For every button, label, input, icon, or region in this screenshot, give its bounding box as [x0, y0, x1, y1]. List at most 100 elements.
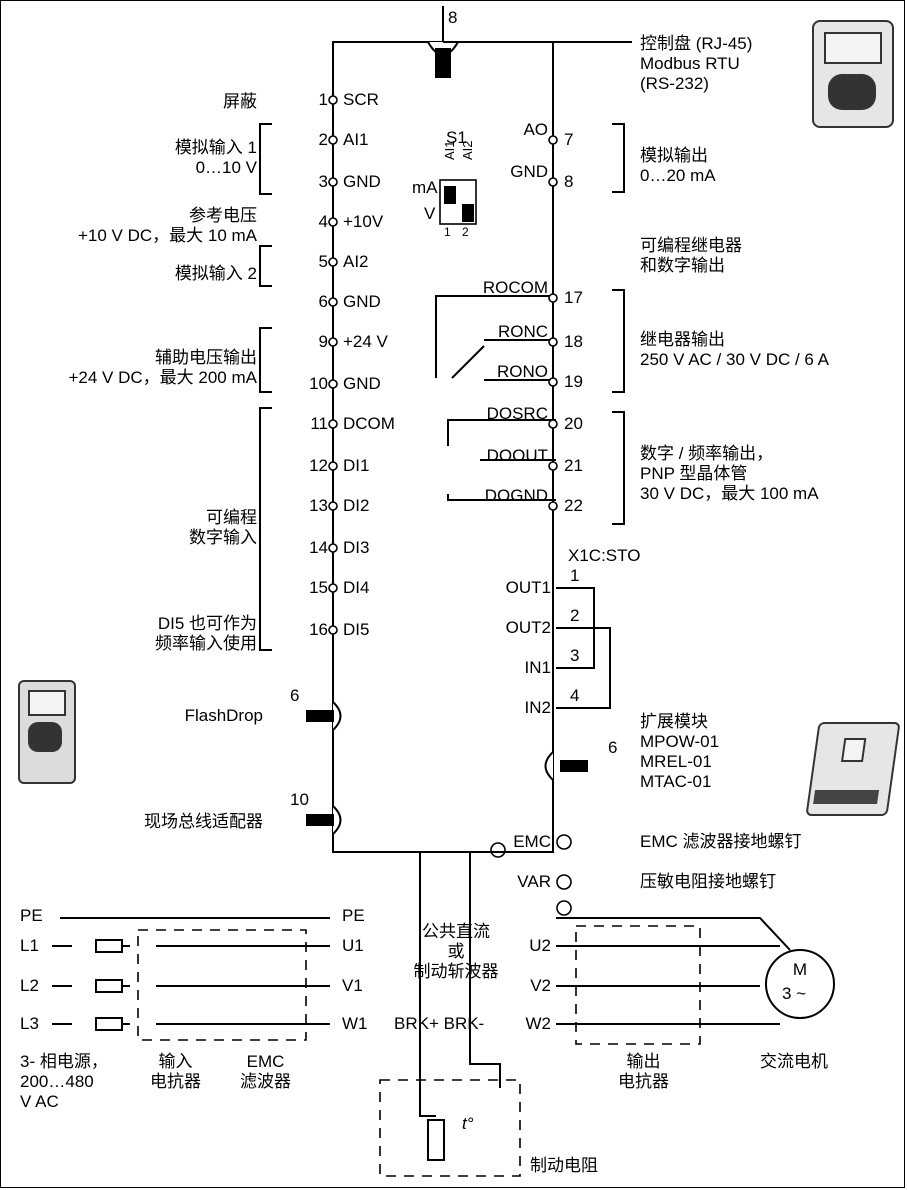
- terminal-circle-left: [328, 297, 338, 307]
- di5-label-1: DI5 也可作为: [157, 614, 257, 633]
- di5-label-2: 频率输入使用: [155, 634, 257, 653]
- switch-pos1: 1: [444, 225, 451, 239]
- ref-label-1: 参考电压: [189, 206, 257, 225]
- terminal-number-right: 22: [564, 496, 583, 515]
- brk-terminals: BRK+ BRK-: [394, 1014, 485, 1033]
- terminal-label-right: ROCOM: [482, 278, 548, 297]
- aux-voltage-label: 辅助电压输出 +24 V DC，最大 200 mA: [69, 348, 258, 388]
- terminal-number-left: 13: [309, 496, 328, 515]
- sto-jumpers: [556, 587, 611, 709]
- panel-label: 控制盘 (RJ-45) Modbus RTU (RS-232): [640, 34, 752, 94]
- fuse-l3: [95, 1017, 123, 1031]
- sto-in2: IN2: [524, 698, 551, 717]
- keypad-plug: [435, 48, 451, 78]
- terminal-number-right: 21: [564, 456, 583, 475]
- v2-terminal: V2: [530, 976, 551, 995]
- terminal-number-left: 14: [309, 538, 328, 557]
- terminal-circle-left: [328, 543, 338, 553]
- relay-wiring: [435, 295, 556, 381]
- terminal-circle-left: [328, 379, 338, 389]
- reactor-label-2: 电抗器: [150, 1072, 201, 1091]
- v1-terminal: V1: [342, 976, 363, 995]
- bracket-relay: [612, 289, 625, 393]
- output-reactor-label: 输出 电抗器: [618, 1052, 669, 1092]
- terminal-circle-left: [328, 95, 338, 105]
- brake-box: [379, 1079, 521, 1177]
- fuse-l1: [95, 939, 123, 953]
- di-label: 可编程 数字输入: [189, 508, 257, 548]
- u1-terminal: U1: [342, 936, 364, 955]
- panel-label-3: (RS-232): [640, 74, 709, 93]
- aux-label-1: 辅助电压输出: [155, 348, 257, 367]
- var-screw-terminal: VAR: [517, 872, 551, 891]
- bracket-ai1: [259, 123, 272, 195]
- sto-pin3: 3: [570, 646, 580, 665]
- terminal-circle-left: [328, 419, 338, 429]
- ai1-label: 模拟输入 1 0…10 V: [175, 138, 257, 178]
- flashdrop-label: FlashDrop: [184, 706, 263, 725]
- reactor-label-1: 输入: [158, 1052, 193, 1071]
- w1-terminal: W1: [342, 1014, 368, 1033]
- output-reactor-box: [575, 925, 701, 1045]
- sto-pin2: 2: [570, 606, 580, 625]
- brake-resistor: [427, 1119, 445, 1161]
- terminal-label-right: RONC: [497, 322, 548, 341]
- terminal-circle-right: [548, 461, 558, 471]
- terminal-label-left: DI2: [343, 496, 370, 515]
- switch-pos2: 2: [462, 225, 469, 239]
- extension-module-icon: [805, 722, 901, 816]
- terminal-circle-left: [328, 337, 338, 347]
- terminal-label-left: DI1: [343, 456, 370, 475]
- control-panel-icon: [812, 20, 894, 128]
- do-label-1: 数字 / 频率输出，: [640, 444, 774, 463]
- terminal-number-left: 3: [318, 172, 328, 191]
- terminal-circle-left: [328, 501, 338, 511]
- panel-label-2: Modbus RTU: [640, 54, 740, 73]
- bracket-ao: [612, 123, 625, 193]
- terminal-label-right: RONO: [497, 362, 548, 381]
- ref-voltage-label: 参考电压 +10 V DC，最大 10 mA: [78, 206, 257, 246]
- terminal-circle-right: [548, 377, 558, 387]
- do-label-3: 30 V DC，最大 100 mA: [640, 484, 819, 503]
- terminal-label-left: SCR: [343, 90, 379, 109]
- brake-wiring: [419, 852, 501, 1117]
- flashdrop-plug: [306, 710, 334, 722]
- terminal-label-right: AO: [523, 120, 548, 139]
- pe-out-line: [556, 917, 791, 951]
- terminal-circle-left: [328, 257, 338, 267]
- dc-chopper-label: 公共直流 或 制动斩波器: [396, 922, 516, 982]
- terminal-number-left: 5: [318, 252, 328, 271]
- motor-phase: 3 ~: [782, 984, 807, 1003]
- switch-ai1: AI1: [442, 140, 457, 160]
- terminal-label-left: +10V: [343, 212, 384, 231]
- var-screw-icon: [556, 874, 572, 890]
- motor-circle: [765, 949, 835, 1019]
- dc-label-2: 或: [447, 942, 465, 961]
- relay-label-2: 250 V AC / 30 V DC / 6 A: [640, 350, 829, 369]
- dc-label-1: 公共直流: [422, 922, 490, 941]
- terminal-label-right: GND: [510, 162, 548, 181]
- l1-label: L1: [20, 936, 39, 955]
- sto-out1: OUT1: [505, 578, 551, 597]
- ao-label: 模拟输出 0…20 mA: [640, 146, 716, 186]
- terminal-number-left: 1: [318, 90, 328, 109]
- switch-ma: mA: [412, 178, 438, 197]
- supply-label-2: 200…480: [20, 1072, 94, 1091]
- terminal-number-left: 12: [309, 456, 328, 475]
- ai1-label-2: 0…10 V: [195, 158, 257, 177]
- do-wiring: [447, 419, 556, 501]
- terminal-number-left: 16: [309, 620, 328, 639]
- terminal-number-left: 15: [309, 578, 328, 597]
- shield-label: 屏蔽: [223, 92, 257, 111]
- ext-notch: [544, 751, 554, 781]
- ext-label: 扩展模块 MPOW-01 MREL-01 MTAC-01: [640, 712, 719, 792]
- dc-label-3: 制动斩波器: [413, 962, 499, 981]
- fuse-l2: [95, 979, 123, 993]
- terminal-number-right: 18: [564, 332, 583, 351]
- terminal-number-right: 19: [564, 372, 583, 391]
- supply-label: 3- 相电源， 200…480 V AC: [20, 1052, 108, 1112]
- terminal-label-left: DI4: [343, 578, 370, 597]
- pe-terminal: PE: [342, 906, 365, 925]
- switch-title: S1: [446, 128, 467, 147]
- out-reactor-label-2: 电抗器: [618, 1072, 669, 1091]
